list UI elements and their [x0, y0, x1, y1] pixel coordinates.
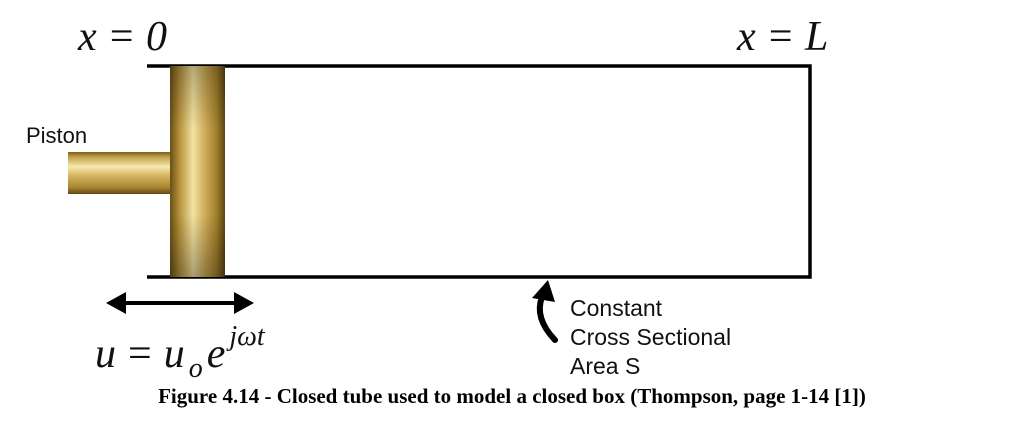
x-start-label: x = 0	[77, 14, 167, 60]
x-end-label: x = L	[736, 14, 828, 60]
figure-caption: Figure 4.14 - Closed tube used to model …	[158, 384, 866, 408]
piston-head	[170, 66, 225, 277]
piston-label: Piston	[26, 123, 87, 148]
motion-double-arrow	[106, 292, 254, 314]
curved-pointer-arrow	[532, 280, 558, 343]
velocity-equation: u = u o e jωt	[95, 321, 266, 384]
area-label: Constant Cross Sectional Area S	[570, 295, 737, 379]
piston-rod	[68, 152, 172, 194]
tube-outline	[147, 64, 812, 279]
closed-tube-diagram: x = 0 x = L Piston u = u o e jωt Constan…	[26, 14, 828, 384]
